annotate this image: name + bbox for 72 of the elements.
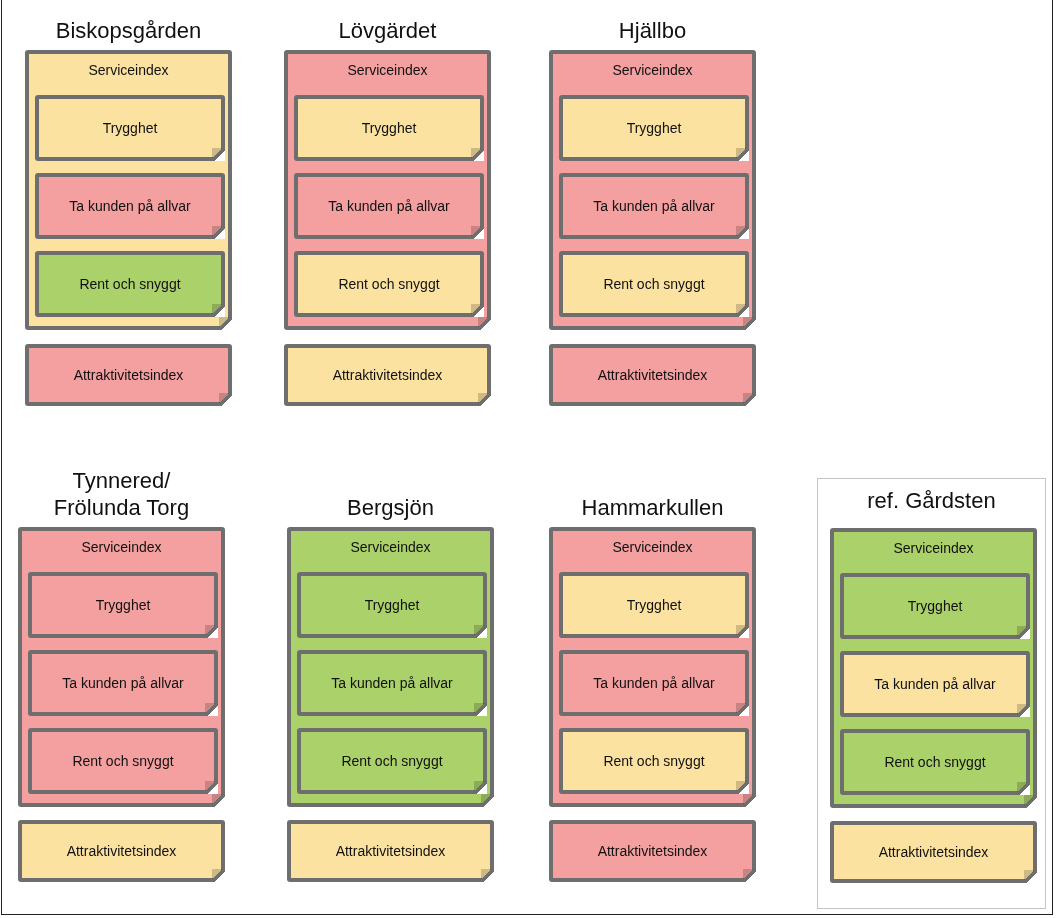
card-label: Trygghet — [625, 120, 683, 136]
sub-index-card — [559, 728, 749, 794]
sub-index-card — [297, 650, 487, 716]
card-label: Ta kunden på allvar — [592, 675, 716, 691]
sub-index-card — [294, 95, 484, 161]
card-label: Attraktivitetsindex — [596, 843, 709, 859]
district-heading: Hammarkullen — [580, 494, 725, 521]
district-heading: Lövgärdet — [337, 17, 438, 44]
card-label: Trygghet — [363, 597, 421, 613]
reference-panel — [817, 478, 1046, 909]
card-label: Rent och snyggt — [71, 753, 175, 769]
sub-index-card — [28, 572, 218, 638]
card-label: Attraktivitetsindex — [334, 843, 447, 859]
sub-index-card — [28, 728, 218, 794]
sub-index-card — [559, 173, 749, 239]
index-card — [549, 344, 756, 406]
card-label: Rent och snyggt — [602, 753, 706, 769]
card-label: Trygghet — [906, 598, 964, 614]
card-label: Ta kunden på allvar — [61, 675, 185, 691]
index-card — [549, 820, 756, 882]
index-card — [25, 344, 232, 406]
sub-index-card — [294, 173, 484, 239]
card-label: Rent och snyggt — [340, 753, 444, 769]
sub-index-card — [840, 729, 1030, 795]
index-card — [830, 528, 1037, 808]
sub-index-card — [35, 95, 225, 161]
card-label: Ta kunden på allvar — [330, 675, 454, 691]
card-label: Rent och snyggt — [602, 276, 706, 292]
card-label: Ta kunden på allvar — [592, 198, 716, 214]
card-label: Trygghet — [360, 120, 418, 136]
card-label: Attraktivitetsindex — [596, 367, 709, 383]
card-label: Rent och snyggt — [337, 276, 441, 292]
index-card — [18, 820, 225, 882]
card-label: Attraktivitetsindex — [65, 843, 178, 859]
sub-index-card — [35, 251, 225, 317]
card-label: Attraktivitetsindex — [877, 844, 990, 860]
card-title: Serviceindex — [611, 62, 694, 78]
sub-index-card — [559, 251, 749, 317]
card-label: Ta kunden på allvar — [327, 198, 451, 214]
panel-heading: ref. Gårdsten — [866, 487, 997, 514]
card-label: Trygghet — [625, 597, 683, 613]
district-heading: Bergsjön — [346, 494, 435, 521]
sub-index-card — [294, 251, 484, 317]
district-heading: Tynnered/ Frölunda Torg — [52, 467, 191, 521]
card-label: Ta kunden på allvar — [873, 676, 997, 692]
card-label: Trygghet — [101, 120, 159, 136]
card-title: Serviceindex — [349, 539, 432, 555]
card-label: Trygghet — [94, 597, 152, 613]
district-heading: Hjällbo — [617, 17, 688, 44]
index-card — [284, 344, 491, 406]
card-title: Serviceindex — [892, 540, 975, 556]
card-title: Serviceindex — [346, 62, 429, 78]
sub-index-card — [840, 573, 1030, 639]
card-label: Attraktivitetsindex — [72, 367, 185, 383]
card-title: Serviceindex — [87, 62, 170, 78]
sub-index-card — [559, 95, 749, 161]
card-label: Rent och snyggt — [78, 276, 182, 292]
card-title: Serviceindex — [611, 539, 694, 555]
index-card — [287, 820, 494, 882]
card-title: Serviceindex — [80, 539, 163, 555]
sub-index-card — [35, 173, 225, 239]
sub-index-card — [559, 572, 749, 638]
sub-index-card — [297, 572, 487, 638]
card-label: Attraktivitetsindex — [331, 367, 444, 383]
sub-index-card — [28, 650, 218, 716]
sub-index-card — [297, 728, 487, 794]
sub-index-card — [840, 651, 1030, 717]
district-heading: Biskopsgården — [54, 17, 203, 44]
card-label: Ta kunden på allvar — [68, 198, 192, 214]
index-card — [830, 821, 1037, 883]
card-label: Rent och snyggt — [883, 754, 987, 770]
sub-index-card — [559, 650, 749, 716]
